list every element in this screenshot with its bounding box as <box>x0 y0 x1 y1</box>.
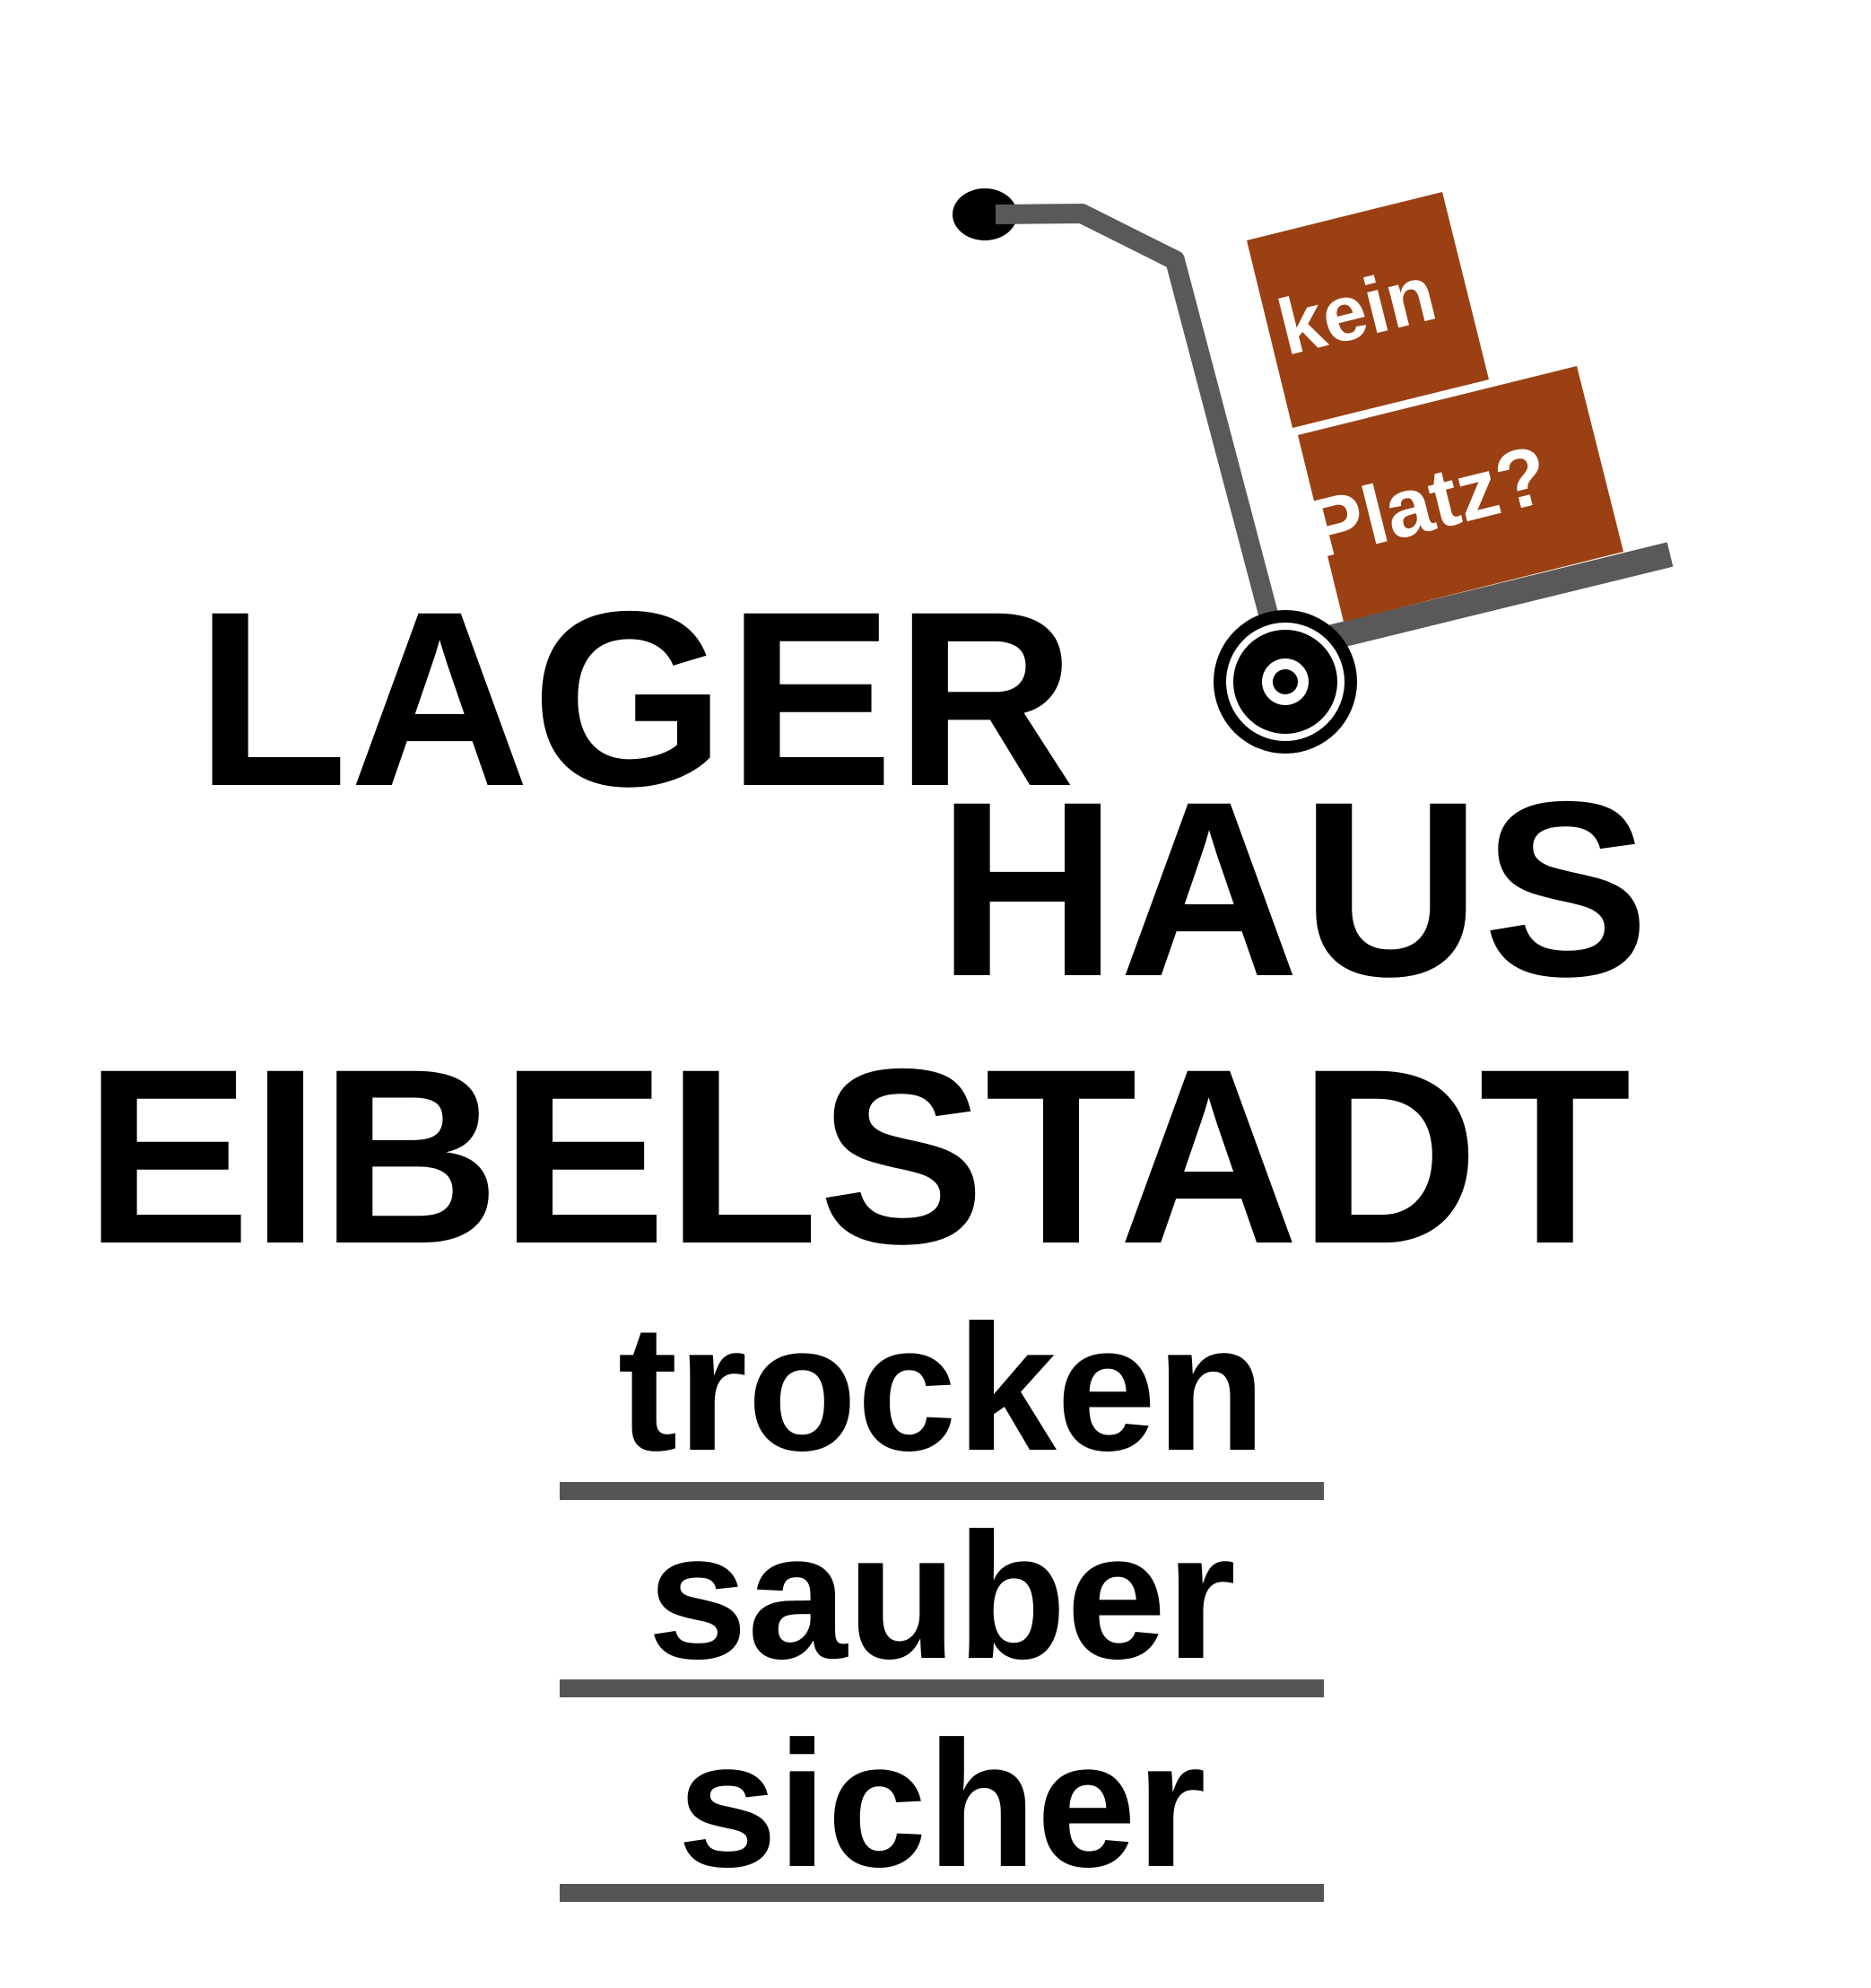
divider-rule <box>560 1679 1324 1697</box>
title-haus: HAUS <box>937 749 1651 1028</box>
divider-rule <box>560 1482 1324 1500</box>
trolley-frame <box>995 204 1292 671</box>
tagline-sicher: sicher <box>677 1705 1206 1905</box>
divider-rule <box>560 1884 1324 1902</box>
wheel-ring <box>1226 623 1345 741</box>
title-lager: LAGER <box>196 559 1077 838</box>
box-top <box>1247 192 1489 428</box>
box-bottom <box>1298 366 1623 622</box>
tagline-sauber: sauber <box>648 1496 1236 1696</box>
title-eibelstadt: EIBELSTADT <box>84 1016 1632 1295</box>
trolley-base <box>1292 542 1674 658</box>
wheel-axle <box>1273 669 1298 694</box>
handle-grip <box>953 188 1017 240</box>
tagline-trocken: trocken <box>617 1288 1266 1488</box>
